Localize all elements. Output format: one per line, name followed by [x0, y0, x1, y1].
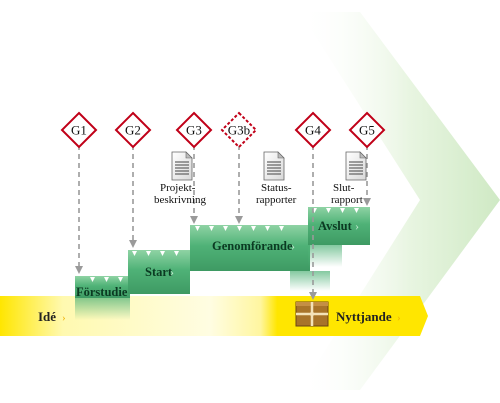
gate-label: G1 — [71, 123, 87, 138]
stage-label-avslut: Avslut — [318, 219, 353, 233]
document-label-line: Slut- — [333, 182, 355, 194]
gate-label: G3 — [186, 123, 202, 138]
document-label-line: Status- — [261, 182, 292, 194]
stage-avslut: Avslut › — [308, 207, 370, 267]
arrowhead-down-icon — [190, 216, 198, 224]
arrowhead-down-icon — [309, 292, 317, 300]
band-left-label: Idé — [38, 309, 56, 324]
document-icon — [263, 151, 285, 181]
document-statusrapporter: Status- rapporter — [256, 151, 297, 206]
stage-label-start: Start — [145, 265, 173, 279]
lifecycle-band: Idé › Nyttjande › — [0, 296, 428, 336]
band-left-arrow-icon: › — [62, 312, 66, 324]
stage-genomforande: Genomförande › — [190, 225, 330, 291]
arrowhead-down-icon — [235, 216, 243, 224]
gate-g1: G1 — [60, 111, 98, 149]
gate-arrowheads — [75, 198, 371, 300]
stage-label-forstudie: Förstudie — [76, 285, 128, 299]
package-icon — [295, 301, 329, 327]
gate-g5: G5 — [348, 111, 386, 149]
gate-g3b: G3b — [220, 111, 258, 149]
document-label-line: rapport — [331, 194, 363, 206]
gate-label: G5 — [359, 123, 375, 138]
document-icon — [171, 151, 193, 181]
band-right-arrow-icon: › — [397, 312, 401, 324]
stage-start: Start › — [128, 250, 190, 294]
stage-label-genomforande: Genomförande — [212, 239, 293, 253]
gate-g4: G4 — [294, 111, 332, 149]
stage-forstudie: Förstudie — [75, 276, 130, 320]
stage-start-arrow-icon: › — [170, 265, 174, 279]
stage-genomforande-arrow-icon: › — [291, 239, 295, 253]
stage-avslut-arrow-icon: › — [355, 219, 359, 233]
document-label-line: rapporter — [256, 194, 297, 206]
document-projektbeskrivning: Projekt- beskrivning — [154, 151, 206, 206]
gate-g2: G2 — [114, 111, 152, 149]
arrowhead-down-icon — [75, 266, 83, 274]
document-slutrapport: Slut- rapport — [331, 151, 367, 206]
gate-g3: G3 — [175, 111, 213, 149]
arrowhead-down-icon — [363, 198, 371, 206]
gate-label: G3b — [228, 123, 250, 138]
document-label-line: Projekt- — [160, 182, 196, 194]
document-label-line: beskrivning — [154, 194, 206, 206]
arrowhead-down-icon — [129, 240, 137, 248]
gate-label: G2 — [125, 123, 141, 138]
gate-lines — [78, 145, 368, 296]
document-icon — [345, 151, 367, 181]
gate-label: G4 — [305, 123, 321, 138]
band-right-label: Nyttjande — [336, 309, 392, 324]
